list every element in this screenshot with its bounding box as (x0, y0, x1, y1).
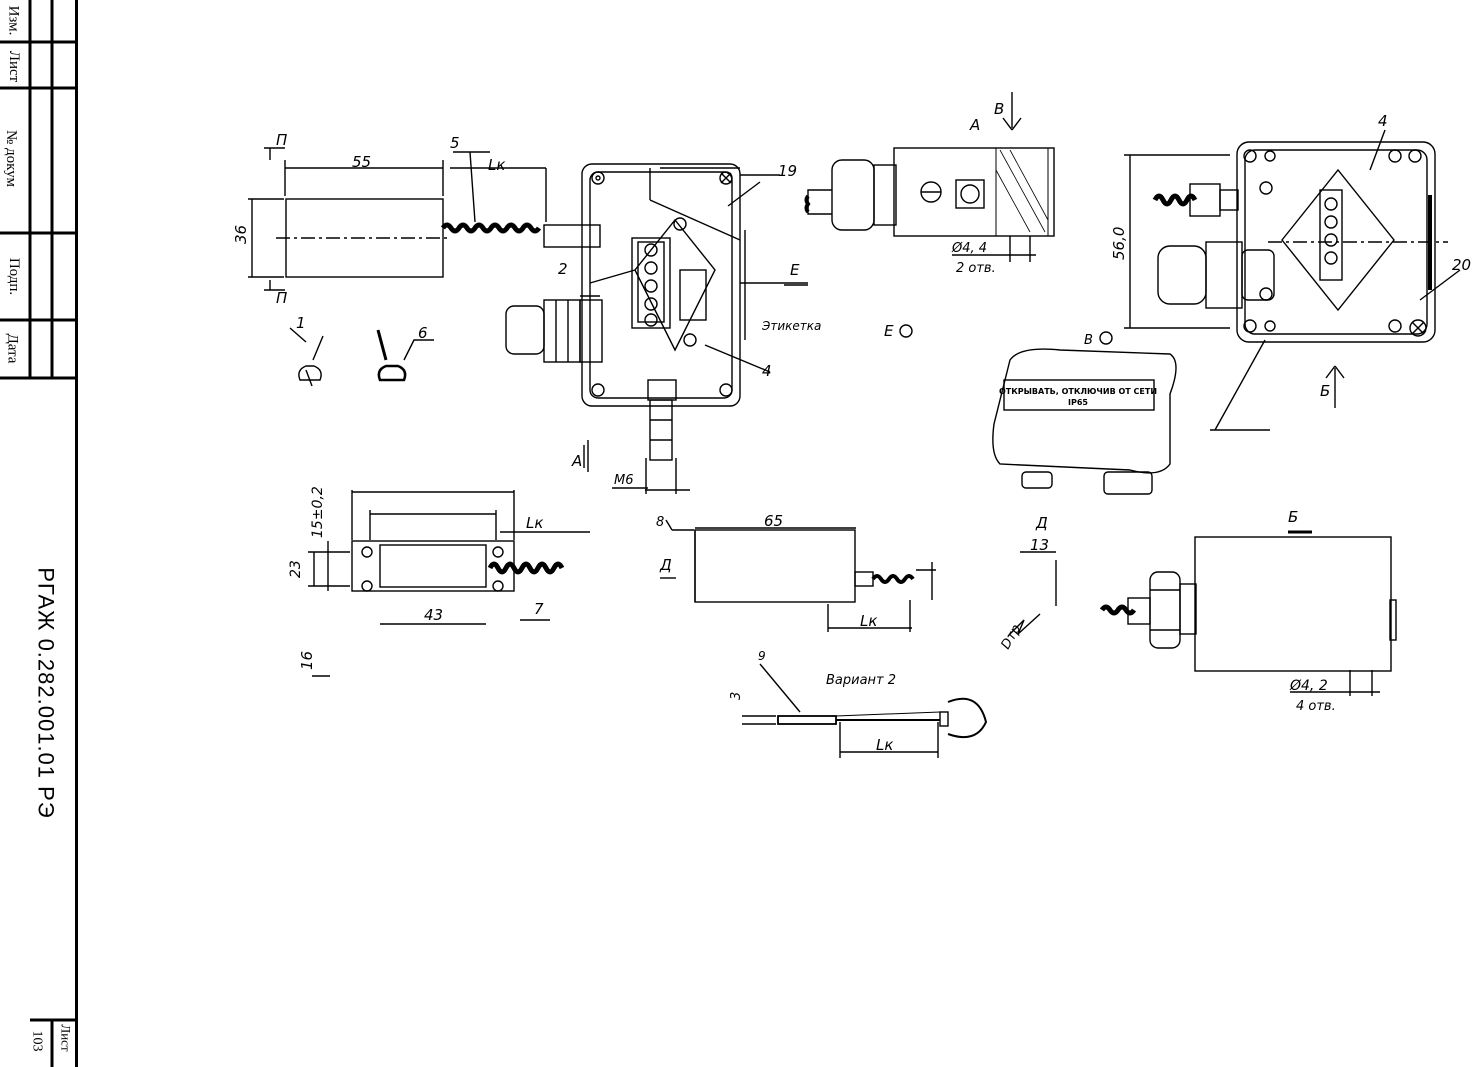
label-holes-2: 2 отв. (956, 261, 996, 276)
label-lk-3: Lк (860, 612, 877, 630)
label-dim-65: 65 (764, 512, 783, 530)
label-view-e: Е (790, 261, 800, 279)
sensor-body-side (660, 519, 1057, 637)
label-item-19: 19 (778, 162, 797, 180)
label-item-2: 2 (558, 260, 568, 278)
label-item-6: 6 (418, 324, 428, 342)
junction-box-bottom-right (1099, 530, 1397, 696)
label-view-a-bottom: А (571, 452, 582, 470)
label-dim-3: 3 (729, 692, 744, 700)
label-view-e-circle: Е (884, 322, 894, 340)
label-variant-2: Вариант 2 (826, 673, 896, 688)
label-etiketka: Этикетка (761, 319, 821, 333)
warning-plate: ОТКРЫВАТЬ, ОТКЛЮЧИВ ОТ СЕТИ IP65 (999, 387, 1157, 407)
label-view-a-top: А (969, 116, 980, 134)
title-block-grid (0, 0, 78, 1067)
label-item-16: 16 (298, 651, 316, 670)
label-view-bb: Б (1320, 382, 1330, 400)
gasket-details (289, 327, 434, 387)
label-lk-1: Lк (488, 156, 505, 174)
label-dim-13: 13 (1030, 536, 1049, 554)
label-view-b-circle: В (1084, 333, 1093, 348)
enclosure-warning-view (992, 348, 1177, 495)
label-view-p-top: П (276, 131, 287, 149)
label-dim-55: 55 (352, 153, 371, 171)
label-item-7: 7 (534, 600, 544, 618)
plate-line2: IP65 (1068, 398, 1088, 407)
label-dim-43: 43 (424, 606, 443, 624)
label-item-4: 4 (762, 362, 772, 380)
sensor-body-plate (308, 490, 590, 677)
label-item-8: 8 (656, 515, 664, 530)
label-view-p-bottom: П (276, 289, 287, 307)
label-dim-56: 56,0 (1110, 227, 1128, 260)
junction-box-top-right (1124, 129, 1461, 431)
label-item-20: 20 (1452, 256, 1471, 274)
label-holes-4: 4 отв. (1296, 699, 1336, 714)
label-view-d: Д (659, 556, 672, 574)
probe-variant-2 (742, 663, 988, 758)
junction-box-main (505, 163, 808, 494)
label-m6: М6 (614, 473, 634, 488)
label-lk-4: Lк (876, 736, 893, 754)
sensor-body-front (248, 147, 601, 291)
label-item-5: 5 (450, 134, 460, 152)
junction-box-side (804, 92, 1055, 262)
label-hole-42: Ø4, 2 (1289, 678, 1328, 694)
title-block (0, 0, 78, 1067)
label-item-4-right: 4 (1378, 112, 1388, 130)
label-view-bb-bottom: Б (1288, 508, 1298, 526)
label-item-1: 1 (296, 314, 306, 332)
label-lk-2: Lк (526, 514, 543, 532)
plate-line1: ОТКРЫВАТЬ, ОТКЛЮЧИВ ОТ СЕТИ (999, 387, 1157, 396)
label-view-d-right: Д (1035, 514, 1048, 532)
label-dim-15: 15±0,2 (310, 486, 326, 538)
label-item-9: 9 (758, 649, 766, 663)
label-dim-36: 36 (232, 225, 250, 244)
label-view-b: В (994, 100, 1004, 118)
label-dim-23: 23 (288, 560, 304, 578)
label-hole-44: Ø4, 4 (951, 241, 987, 256)
